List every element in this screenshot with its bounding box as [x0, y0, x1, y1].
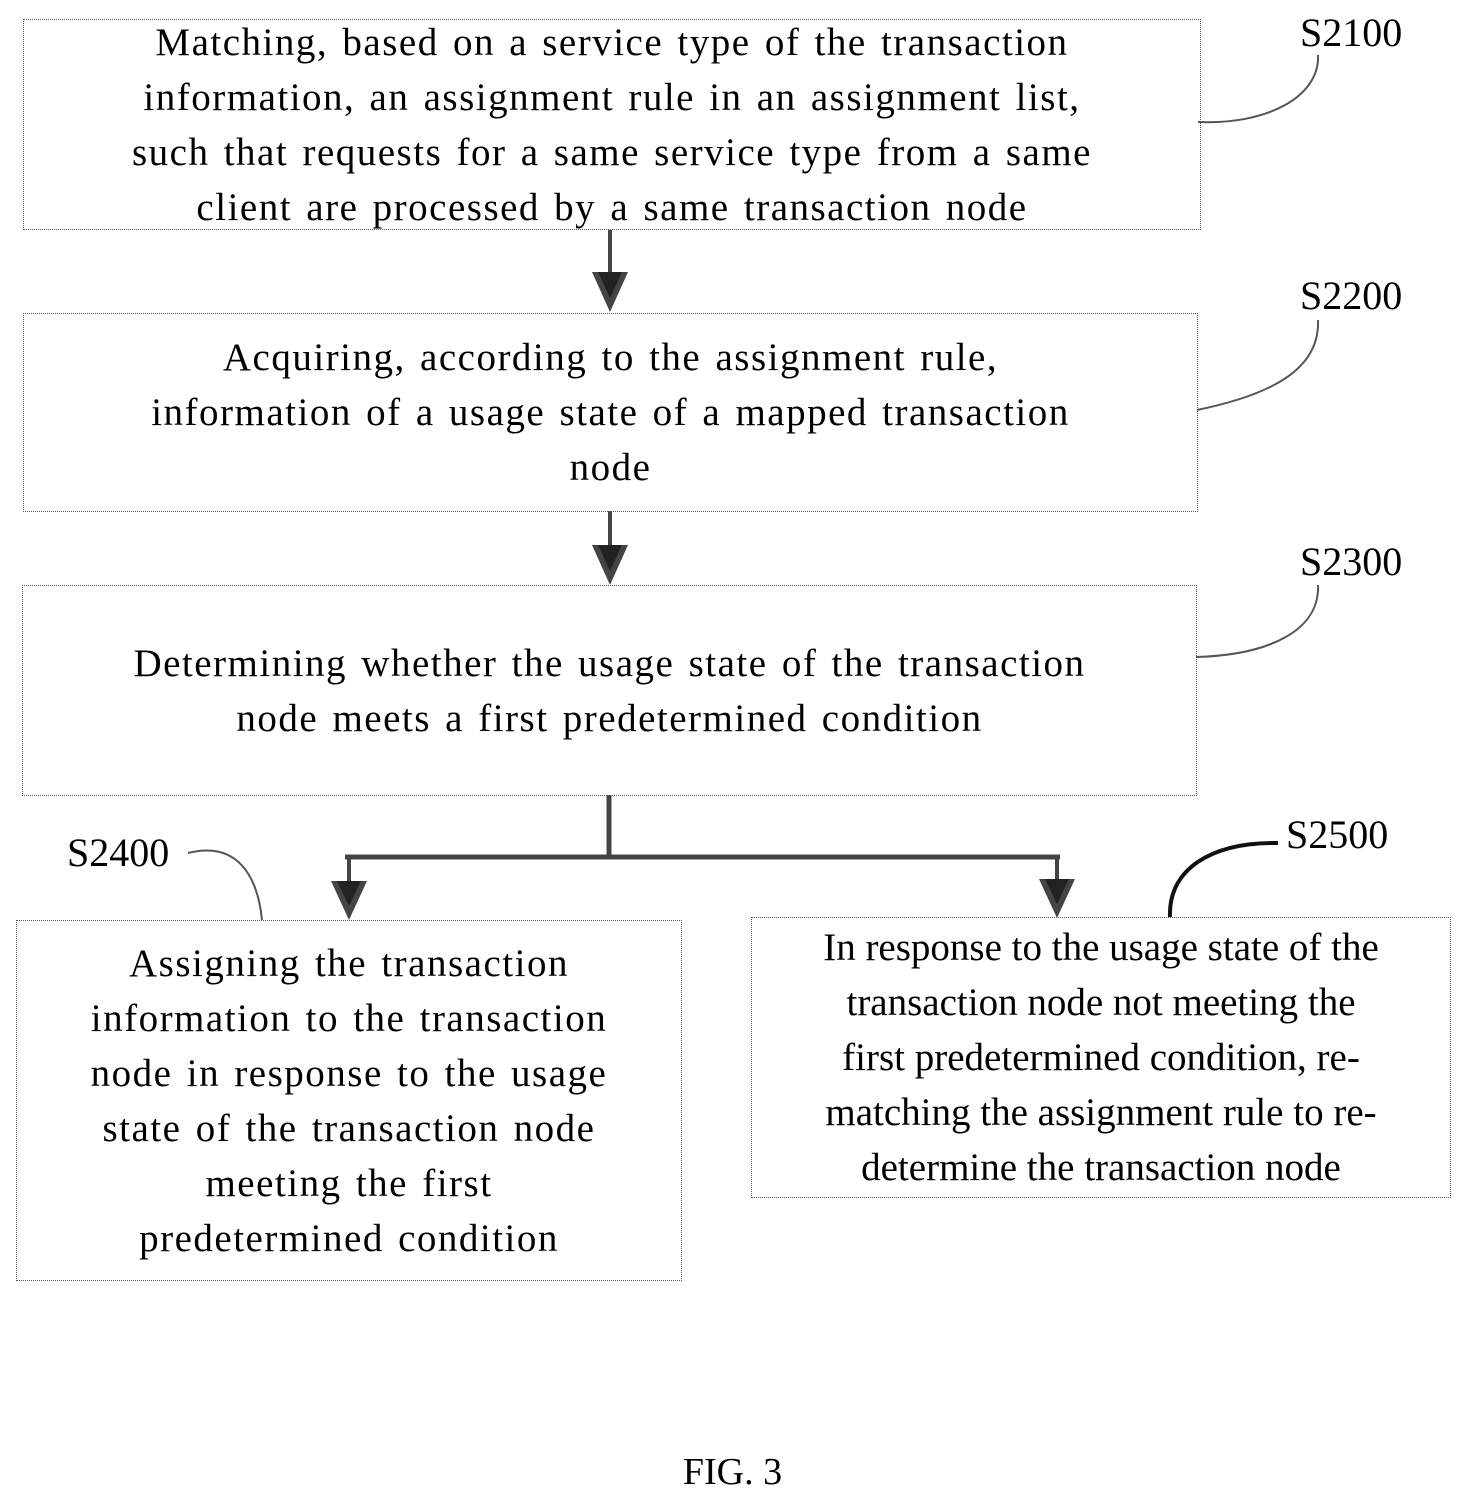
step-label-s2400: S2400	[67, 833, 169, 873]
step-text-line: meeting the first	[91, 1156, 608, 1211]
step-text-line: first predetermined condition, re-	[823, 1030, 1379, 1085]
step-text-line: Assigning the transaction	[91, 936, 608, 991]
leader-s2300	[1196, 585, 1318, 657]
step-text-line: information to the transaction	[91, 991, 608, 1046]
step-text-line: state of the transaction node	[91, 1101, 608, 1156]
step-text-line: information, an assignment rule in an as…	[132, 70, 1092, 125]
step-box-s2400: Assigning the transaction information to…	[16, 920, 682, 1281]
step-text-line: information of a usage state of a mapped…	[151, 385, 1070, 440]
step-text-line: transaction node not meeting the	[823, 975, 1379, 1030]
step-text-line: determine the transaction node	[823, 1140, 1379, 1195]
leader-s2100	[1198, 55, 1318, 122]
step-label-s2300: S2300	[1300, 542, 1402, 582]
step-box-s2500: In response to the usage state of the tr…	[751, 917, 1451, 1198]
leader-s2200	[1197, 320, 1318, 410]
step-text-line: Matching, based on a service type of the…	[132, 15, 1092, 70]
step-text-line: matching the assignment rule to re-	[823, 1085, 1379, 1140]
step-text-line: such that requests for a same service ty…	[132, 125, 1092, 180]
step-text-line: node meets a first predetermined conditi…	[133, 691, 1085, 746]
step-text-line: client are processed by a same transacti…	[132, 180, 1092, 235]
step-text-line: node	[151, 440, 1070, 495]
figure-caption: FIG. 3	[0, 1452, 1465, 1492]
step-text-line: Acquiring, according to the assignment r…	[151, 330, 1070, 385]
step-text-line: In response to the usage state of the	[823, 920, 1379, 975]
arrow-s2100-to-s2200	[592, 230, 628, 312]
leader-s2400	[188, 851, 262, 920]
step-label-s2500: S2500	[1286, 815, 1388, 855]
step-box-s2300: Determining whether the usage state of t…	[22, 585, 1197, 796]
step-box-s2100: Matching, based on a service type of the…	[23, 19, 1201, 230]
branch-connector	[331, 795, 1075, 920]
step-box-s2200: Acquiring, according to the assignment r…	[23, 313, 1198, 512]
step-label-s2100: S2100	[1300, 13, 1402, 53]
step-text-line: Determining whether the usage state of t…	[133, 636, 1085, 691]
arrow-s2200-to-s2300	[592, 511, 628, 585]
step-label-s2200: S2200	[1300, 276, 1402, 316]
leader-s2500	[1170, 843, 1278, 917]
step-text-line: predetermined condition	[91, 1211, 608, 1266]
step-text-line: node in response to the usage	[91, 1046, 608, 1101]
